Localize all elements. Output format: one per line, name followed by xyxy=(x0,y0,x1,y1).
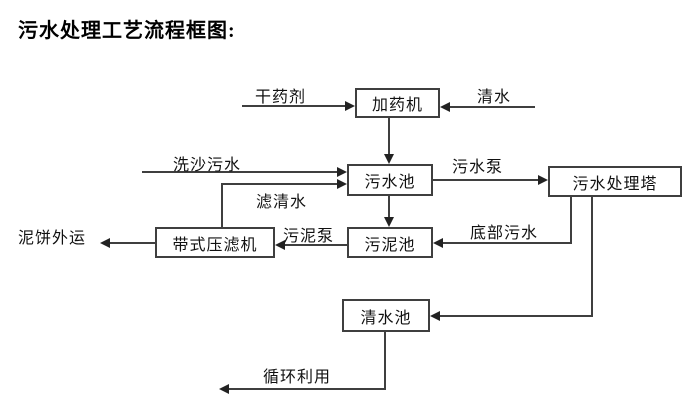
diagram-title: 污水处理工艺流程框图: xyxy=(18,20,236,42)
arrowhead-right-icon xyxy=(345,101,355,111)
edge-mud-cake-line xyxy=(110,242,155,244)
edge-sludge-pump-line xyxy=(285,244,347,246)
node-belt-filter-press: 带式压滤机 xyxy=(155,227,275,258)
label-dry-chemical: 干药剂 xyxy=(255,89,307,106)
label-mud-cake-outbound: 泥饼外运 xyxy=(18,230,87,247)
arrowhead-left-icon xyxy=(433,238,443,248)
edge-sand-washing-line xyxy=(142,171,337,173)
label-clean-water: 清水 xyxy=(477,89,512,106)
label-bottom-sewage: 底部污水 xyxy=(470,225,539,242)
node-treatment-tower: 污水处理塔 xyxy=(548,166,682,197)
arrowhead-left-icon xyxy=(430,311,440,321)
edge-bottom-sewage-hline xyxy=(443,242,572,244)
arrowhead-left-icon xyxy=(440,102,450,112)
label-sand-washing-sewage: 洗沙污水 xyxy=(173,157,242,174)
edge-recycle-vline xyxy=(384,332,386,390)
label-recycling: 循环利用 xyxy=(263,369,332,386)
label-sludge-pump: 污泥泵 xyxy=(283,228,335,245)
arrowhead-left-icon xyxy=(275,240,285,250)
edge-filtered-water-vline xyxy=(221,183,223,227)
edge-bottom-sewage-vline xyxy=(570,197,572,244)
label-sewage-pump: 污水泵 xyxy=(452,159,504,176)
node-sewage-pool: 污水池 xyxy=(347,164,433,196)
edge-tower-to-clean-vline xyxy=(591,197,593,317)
arrowhead-left-icon xyxy=(219,384,229,394)
arrowhead-right-icon xyxy=(337,167,347,177)
edge-clean-water-line xyxy=(450,106,535,108)
node-clean-water-pool: 清水池 xyxy=(342,299,430,332)
label-filtered-water: 滤清水 xyxy=(256,194,308,211)
edge-tower-to-clean-hline xyxy=(440,315,593,317)
arrowhead-right-icon xyxy=(538,175,548,185)
arrowhead-left-icon xyxy=(100,238,110,248)
edge-recycle-hline xyxy=(229,388,386,390)
node-dosing-machine: 加药机 xyxy=(355,88,440,118)
edge-sewage-to-sludge-line xyxy=(388,196,390,219)
edge-filtered-water-hline xyxy=(222,183,337,185)
node-sludge-pool: 污泥池 xyxy=(347,227,433,258)
arrowhead-down-icon xyxy=(384,217,394,227)
edge-dosing-to-sewage-line xyxy=(388,118,390,156)
edge-sewage-pump-line xyxy=(433,179,538,181)
arrowhead-right-icon xyxy=(337,179,347,189)
arrowhead-down-icon xyxy=(384,154,394,164)
edge-dry-chemical-line xyxy=(242,105,345,107)
